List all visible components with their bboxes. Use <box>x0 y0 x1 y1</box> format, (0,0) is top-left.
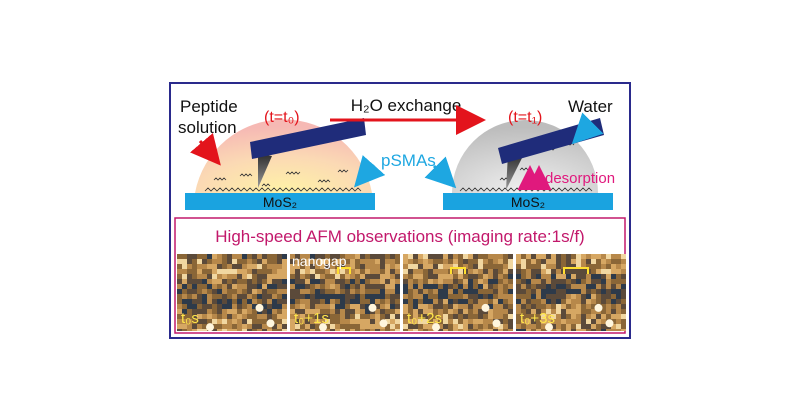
psma-arrow-left <box>354 155 386 188</box>
exchange-label: H₂O exchange <box>351 96 462 115</box>
afm-panel-title: High-speed AFM observations (imaging rat… <box>215 227 584 246</box>
peptide-squiggles-left <box>204 169 362 192</box>
outer-frame <box>169 82 631 339</box>
substrate-left-label: MoS₂ <box>263 194 297 210</box>
water-label: Water <box>568 97 613 116</box>
nanogap-bracket <box>563 267 589 274</box>
time-left: (t=t₀) <box>264 109 300 126</box>
peptide-label-line1: Peptide <box>180 97 238 116</box>
nanogap-label: nanogap <box>292 253 347 269</box>
peptide-label-line2: solution <box>178 118 237 137</box>
afm-frame: t₀+2s <box>403 254 513 332</box>
frame-time-label: t₀+1s <box>294 310 329 327</box>
afm-tip-left <box>258 154 272 188</box>
time-right: (t=t₁) <box>508 109 542 126</box>
afm-frames: t₀s t₀+1s t₀+2s t₀+3s <box>177 254 626 332</box>
top-panel: MoS₂ Peptide solution (t=t₀) H₂O exchang… <box>178 96 615 210</box>
nanogap-bracket <box>450 267 466 274</box>
afm-frame: t₀s <box>177 254 287 332</box>
frame-time-label: t₀s <box>181 310 199 327</box>
water-arrow <box>571 112 604 145</box>
cantilever-left <box>250 118 366 159</box>
substrate-right <box>443 193 613 210</box>
substrate-left <box>185 193 375 210</box>
frame-time-label: t₀+3s <box>520 310 555 327</box>
afm-frame: t₀+3s <box>516 254 626 332</box>
psma-arrow-right <box>424 156 457 189</box>
psmas-label: pSMAs <box>381 151 436 170</box>
afm-tip-right <box>506 154 522 190</box>
desorption-label: desorption <box>545 170 615 187</box>
substrate-right-label: MoS₂ <box>511 194 545 210</box>
frame-time-label: t₀+2s <box>407 310 442 327</box>
afm-frame: t₀+1s <box>290 254 400 332</box>
peptide-arrow <box>190 132 221 166</box>
nanogap-bracket <box>337 267 351 274</box>
